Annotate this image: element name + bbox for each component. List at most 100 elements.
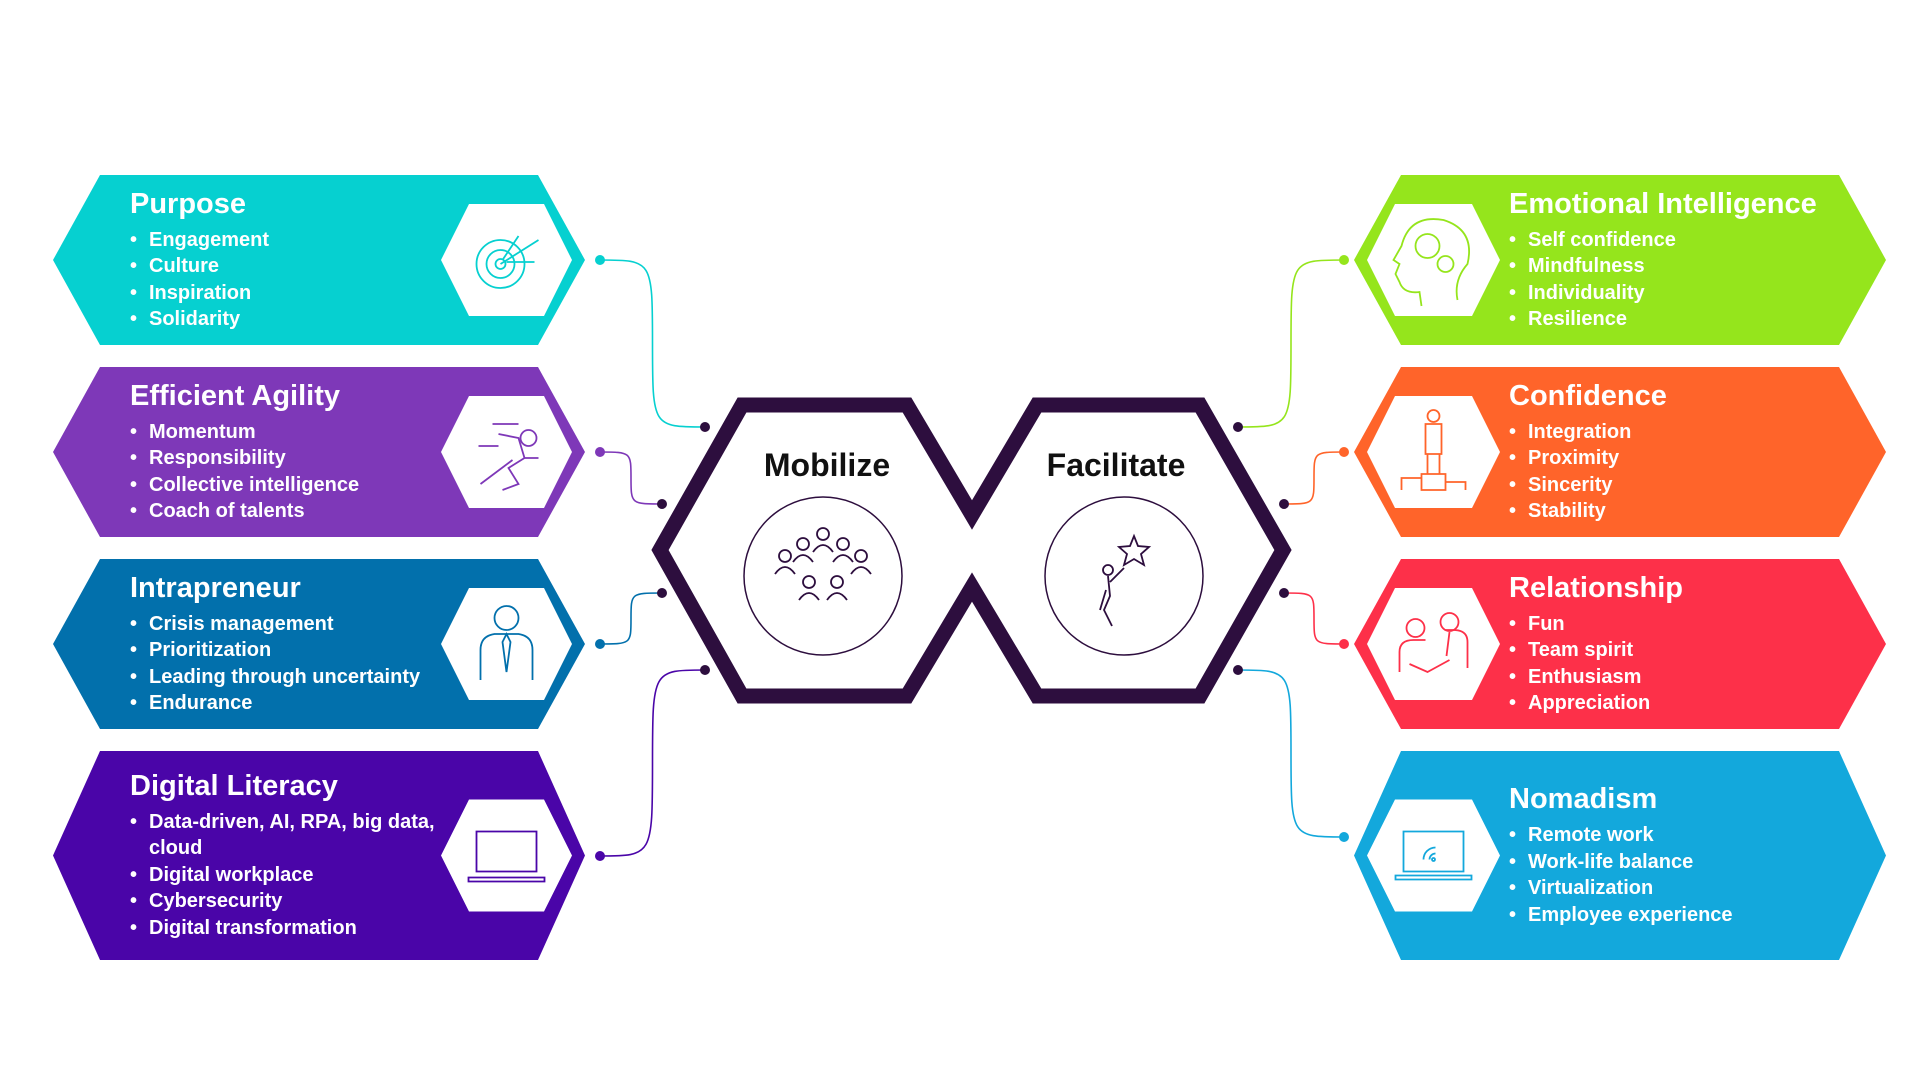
connector-line <box>1283 451 1345 505</box>
connector-dot <box>657 588 667 598</box>
center-double-hexagon <box>651 397 1292 704</box>
panel-item: Prioritization <box>130 637 460 664</box>
panel-title: Relationship <box>1509 571 1684 604</box>
mobilize-circle <box>743 496 903 656</box>
connector-line <box>1283 592 1345 645</box>
panel-item: Collective intelligence <box>130 472 460 499</box>
panel-purpose: PurposeEngagementCultureInspirationSolid… <box>130 175 460 345</box>
panel-item-list: MomentumResponsibilityCollective intelli… <box>130 419 460 525</box>
panel-item: Crisis management <box>130 611 460 638</box>
connector-dot <box>1279 588 1289 598</box>
facilitate-circle <box>1044 496 1204 656</box>
connector-dot <box>595 851 605 861</box>
panel-efficient-agility: Efficient AgilityMomentumResponsibilityC… <box>130 367 460 537</box>
icon-hexagon <box>441 799 572 912</box>
panel-item: Remote work <box>1509 822 1869 849</box>
panel-item: Stability <box>1509 498 1869 525</box>
connector-line <box>1237 259 1345 428</box>
panel-item: Self confidence <box>1509 227 1869 254</box>
panel-item: Virtualization <box>1509 875 1869 902</box>
facilitate-label: Facilitate <box>1046 447 1186 483</box>
panel-title: Confidence <box>1509 379 1667 412</box>
laptop-wifi-icon <box>1394 830 1473 881</box>
connector-dot <box>700 665 710 675</box>
panel-item: Fun <box>1509 611 1869 638</box>
head-gears-icon <box>1392 218 1470 307</box>
panel-item: Digital workplace <box>130 862 460 889</box>
panel-item: Engagement <box>130 227 460 254</box>
panel-item: Work-life balance <box>1509 849 1869 876</box>
running-person-icon <box>478 423 539 491</box>
connector-line <box>599 669 706 857</box>
connector-dot <box>700 422 710 432</box>
panel-item: Momentum <box>130 419 460 446</box>
panel-item: Enthusiasm <box>1509 664 1869 691</box>
icon-hexagon <box>1367 799 1500 912</box>
connector-line <box>599 259 706 428</box>
icon-hexagon <box>1367 588 1500 700</box>
panel-item: Proximity <box>1509 445 1869 472</box>
panel-item-list: EngagementCultureInspirationSolidarity <box>130 227 460 333</box>
connector-dot <box>1339 639 1349 649</box>
panel-item: Digital transformation <box>130 915 460 942</box>
connector-dot <box>1233 422 1243 432</box>
star-achiever-icon <box>1099 533 1152 627</box>
panel-title: Purpose <box>130 187 247 220</box>
panel-title: Efficient Agility <box>130 379 340 412</box>
panel-item: Solidarity <box>130 306 460 333</box>
panel-title: Emotional Intelligence <box>1509 187 1817 220</box>
icon-hexagon <box>1367 204 1500 316</box>
connector-dot <box>1233 665 1243 675</box>
businessman-icon <box>479 605 534 680</box>
panel-item: Sincerity <box>1509 472 1869 499</box>
connector-line <box>599 592 663 645</box>
connector-dot <box>1339 447 1349 457</box>
panel-item: Endurance <box>130 690 460 717</box>
panel-relationship: RelationshipFunTeam spiritEnthusiasmAppr… <box>1509 559 1869 729</box>
panel-intrapreneur: IntrapreneurCrisis managementPrioritizat… <box>130 559 460 729</box>
connector-line <box>599 451 663 505</box>
person-podium-icon <box>1400 409 1467 491</box>
panel-item: Team spirit <box>1509 637 1869 664</box>
panel-item: Integration <box>1509 419 1869 446</box>
target-icon <box>475 235 539 289</box>
connector-dot <box>1339 255 1349 265</box>
mobilize-label: Mobilize <box>763 447 891 483</box>
panel-digital-literacy: Digital LiteracyData-driven, AI, RPA, bi… <box>130 751 460 960</box>
team-network-icon <box>774 527 872 601</box>
panel-item: Coach of talents <box>130 498 460 525</box>
panel-item-list: Remote workWork-life balanceVirtualizati… <box>1509 822 1869 928</box>
panel-item: Individuality <box>1509 280 1869 307</box>
panel-item: Cybersecurity <box>130 888 460 915</box>
panel-confidence: ConfidenceIntegrationProximitySincerityS… <box>1509 367 1869 537</box>
panel-item: Responsibility <box>130 445 460 472</box>
panel-item: Inspiration <box>130 280 460 307</box>
connector-dot <box>1339 832 1349 842</box>
connector-dot <box>595 639 605 649</box>
panel-emotional-intelligence: Emotional IntelligenceSelf confidenceMin… <box>1509 175 1869 345</box>
panel-item-list: Data-driven, AI, RPA, big data, cloudDig… <box>130 809 460 942</box>
icon-hexagon <box>441 396 572 508</box>
panel-item: Data-driven, AI, RPA, big data, cloud <box>130 809 459 862</box>
connector-dot <box>1279 499 1289 509</box>
connector-line <box>1237 669 1345 838</box>
connector-dot <box>595 255 605 265</box>
handshake-icon <box>1398 612 1469 674</box>
panel-item: Appreciation <box>1509 690 1869 717</box>
connector-dot <box>657 499 667 509</box>
panel-item: Leading through uncertainty <box>130 664 460 691</box>
panel-title: Nomadism <box>1509 783 1658 815</box>
connector-dot <box>595 447 605 457</box>
panel-item-list: Crisis managementPrioritizationLeading t… <box>130 611 460 717</box>
panel-item: Employee experience <box>1509 902 1869 929</box>
panel-title: Intrapreneur <box>130 571 301 604</box>
panel-item: Culture <box>130 253 460 280</box>
panel-item-list: Self confidenceMindfulnessIndividualityR… <box>1509 227 1869 333</box>
panel-item: Resilience <box>1509 306 1869 333</box>
panel-title: Digital Literacy <box>130 769 338 802</box>
panel-nomadism: NomadismRemote workWork-life balanceVirt… <box>1509 751 1869 960</box>
laptop-icon <box>467 830 546 883</box>
icon-hexagon <box>441 588 572 700</box>
panel-item: Mindfulness <box>1509 253 1869 280</box>
panel-item-list: IntegrationProximitySincerityStability <box>1509 419 1869 525</box>
